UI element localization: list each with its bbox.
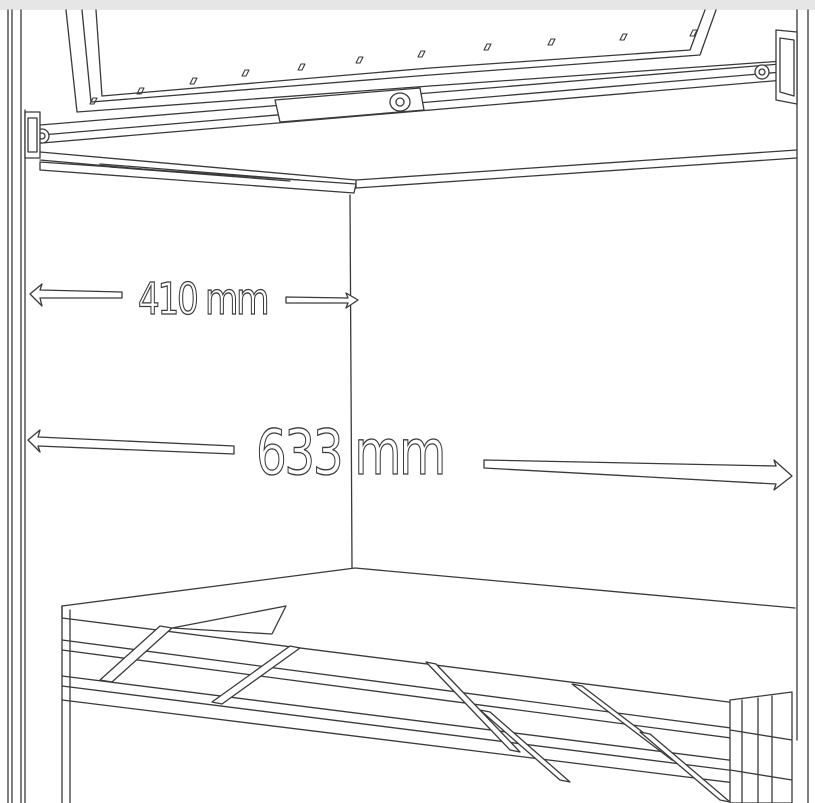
storage-box	[61, 567, 796, 803]
dimension-label-410: 410 mm	[137, 274, 270, 325]
dimension-label-633: 633 mm	[255, 416, 446, 489]
rail-brackets	[24, 29, 798, 159]
left-cabinet-wall	[7, 9, 26, 803]
frame-holes	[89, 29, 698, 105]
back-wall-edge	[349, 194, 353, 569]
shelf	[39, 149, 798, 194]
right-cabinet-edge	[796, 9, 809, 803]
dimension-arrow-410	[29, 283, 359, 309]
upper-drawer-frame	[65, 9, 798, 113]
slide-rail	[27, 63, 785, 145]
top-bar	[0, 0, 815, 10]
dimension-arrow-633	[27, 429, 793, 491]
